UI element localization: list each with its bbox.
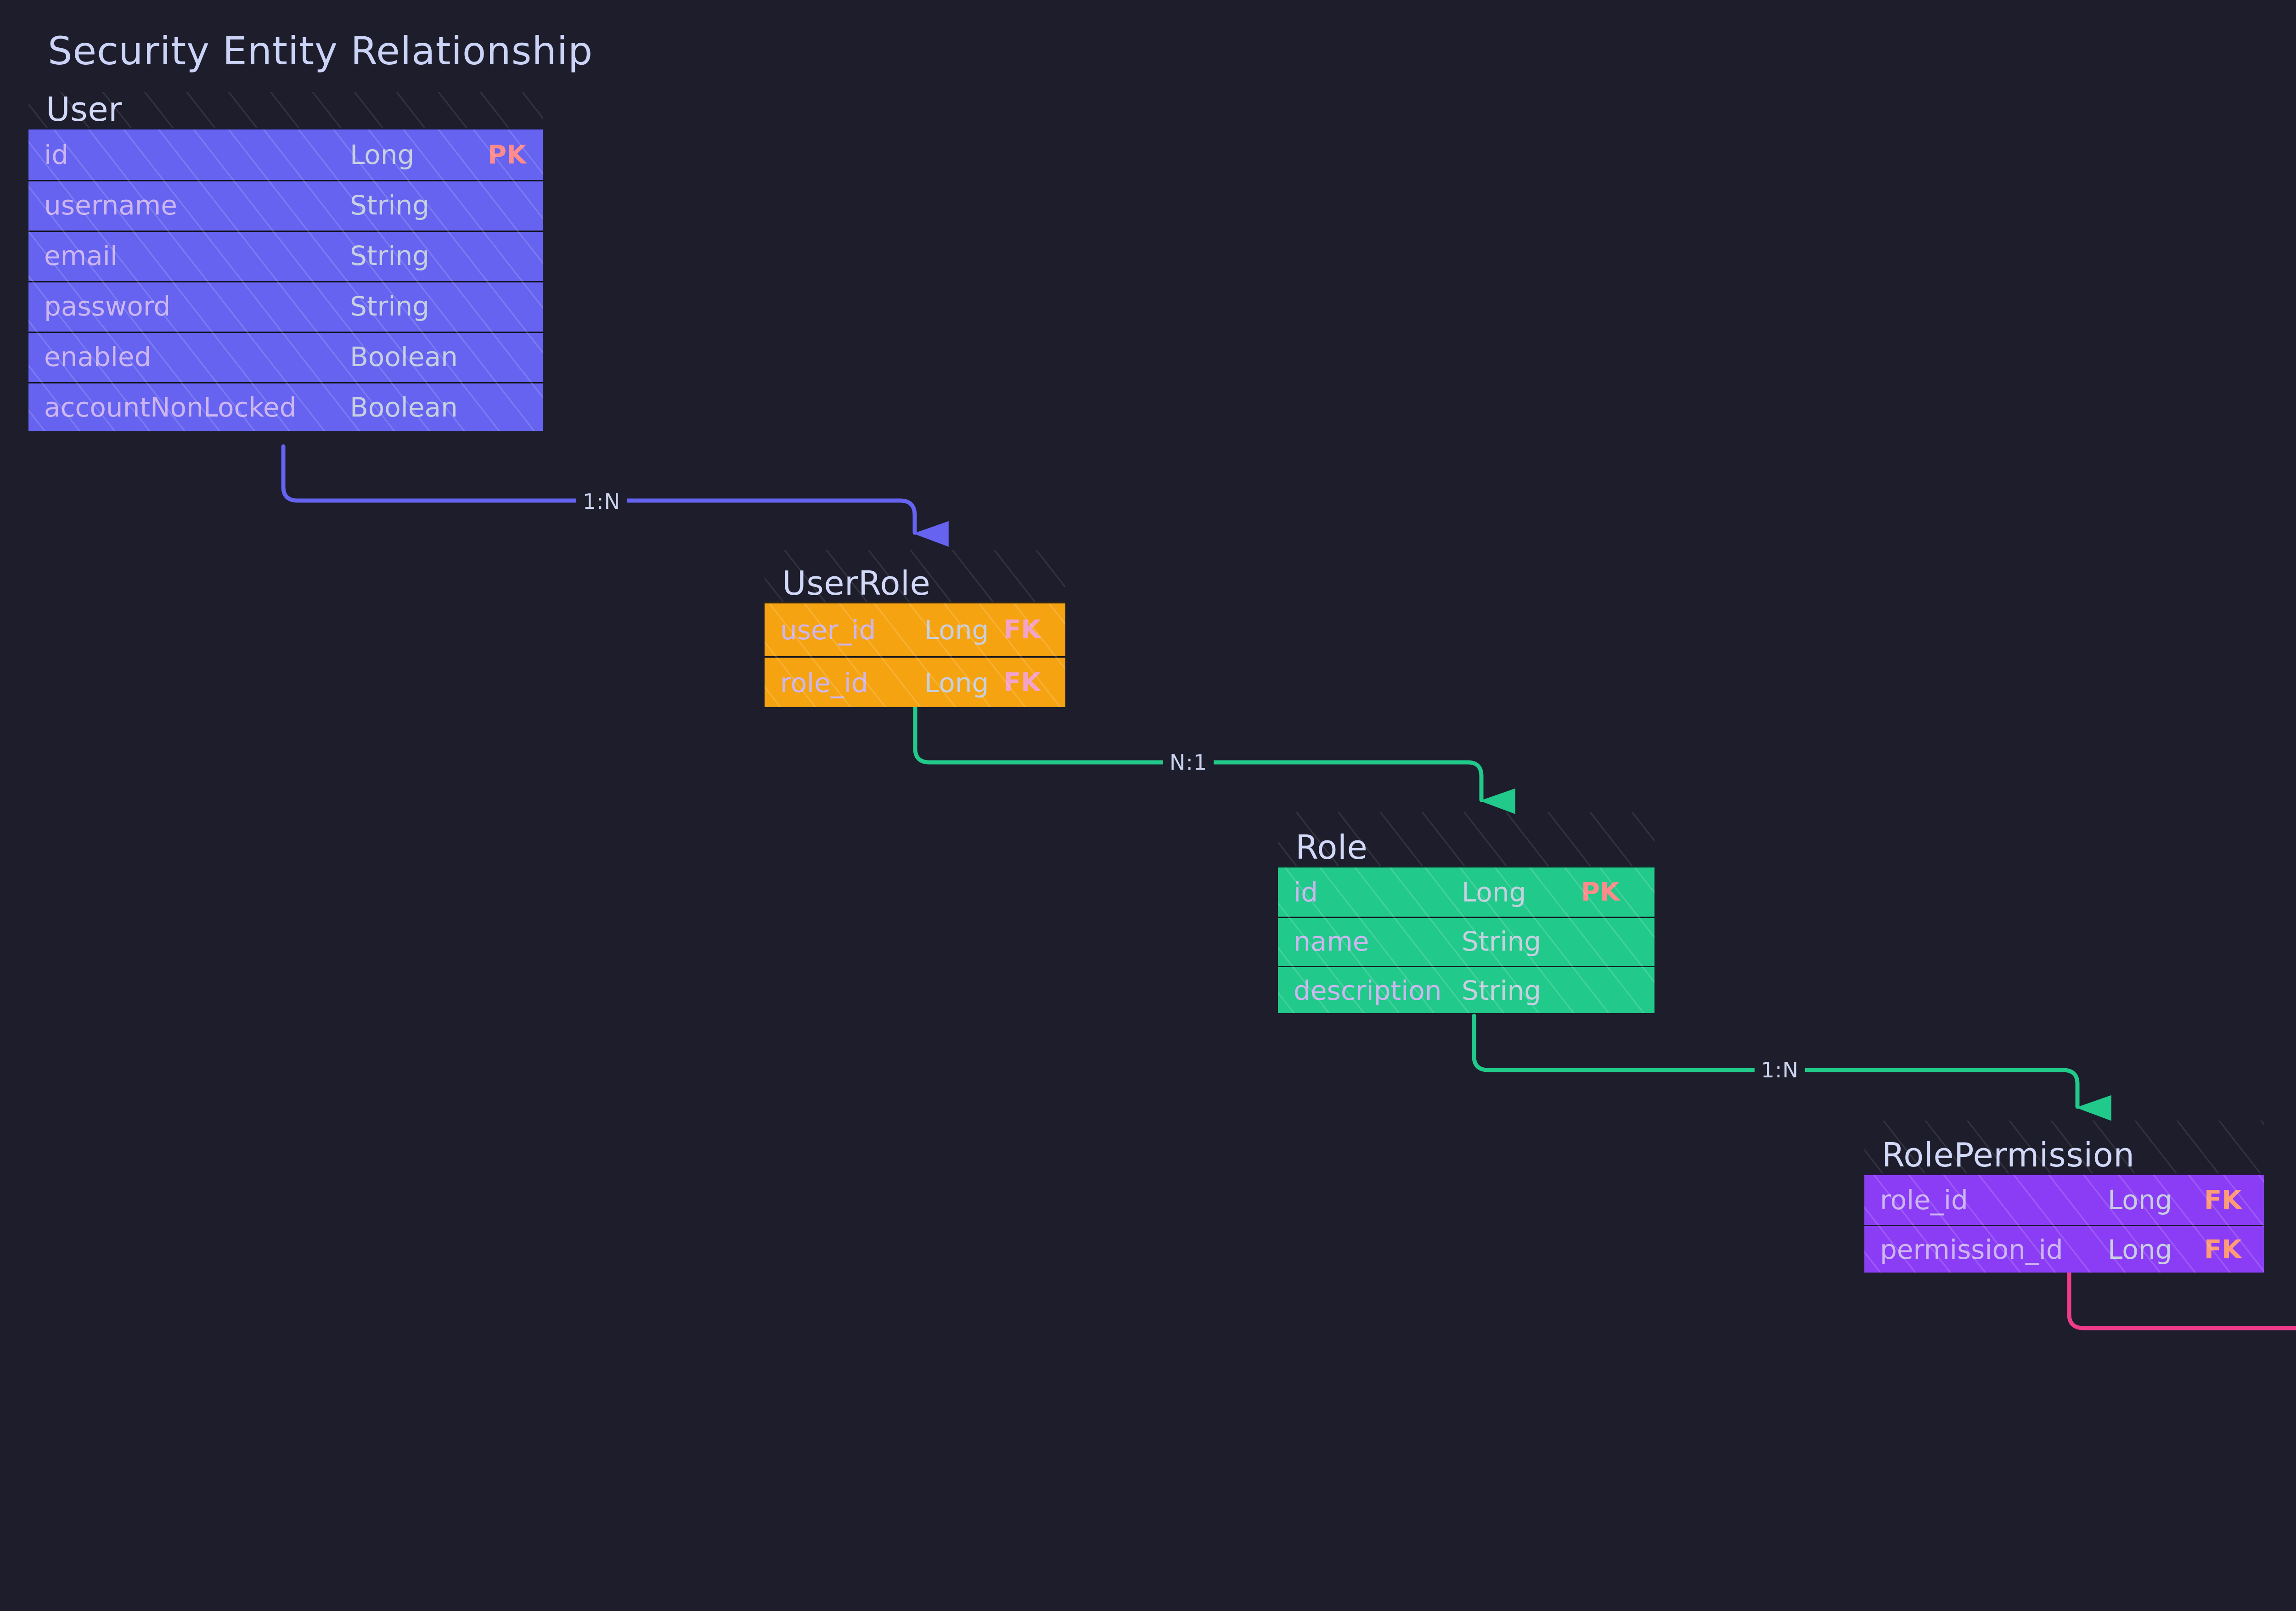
field-name: enabled xyxy=(44,341,152,372)
field-row-divider xyxy=(765,656,1065,658)
field-row-divider xyxy=(28,382,543,383)
entity-field-row[interactable]: enabled Boolean xyxy=(28,332,543,382)
field-type: String xyxy=(1462,925,1542,957)
entity-field-row[interactable]: accountNonLocked Boolean xyxy=(28,382,543,431)
entity-field-row[interactable]: id Long PK xyxy=(1278,867,1654,917)
field-name: accountNonLocked xyxy=(44,392,297,423)
entity-field-row[interactable]: user_id Long FK xyxy=(765,603,1065,656)
field-name: id xyxy=(1294,876,1318,908)
field-type: Long xyxy=(1462,876,1526,908)
field-name: name xyxy=(1294,925,1369,957)
field-type: String xyxy=(1462,974,1542,1006)
field-name: role_id xyxy=(780,667,868,698)
entity-field-row[interactable]: password String xyxy=(28,281,543,332)
entity-field-row[interactable]: role_id Long FK xyxy=(1864,1175,2264,1225)
field-name: id xyxy=(44,139,68,170)
field-type: Long xyxy=(924,614,989,646)
field-type: String xyxy=(350,190,430,221)
entity-field-row[interactable]: username String xyxy=(28,180,543,231)
diagram-title: Security Entity Relationship xyxy=(48,28,593,73)
primary-key-badge: PK xyxy=(488,140,527,170)
entity-field-row[interactable]: email String xyxy=(28,231,543,281)
field-type: String xyxy=(350,291,430,322)
field-row-divider xyxy=(1864,1225,2264,1226)
field-type: Boolean xyxy=(350,341,458,372)
relationship-cardinality-label: N:1 xyxy=(1163,749,1214,776)
field-row-divider xyxy=(28,180,543,181)
primary-key-badge: PK xyxy=(1581,877,1620,907)
entity-name-user: User xyxy=(46,90,123,129)
field-name: permission_id xyxy=(1880,1234,2063,1265)
foreign-key-badge: FK xyxy=(2204,1185,2242,1215)
field-row-divider xyxy=(1278,966,1654,967)
foreign-key-badge: FK xyxy=(1003,615,1041,645)
field-row-divider xyxy=(28,281,543,282)
foreign-key-badge: FK xyxy=(1003,668,1041,698)
field-row-divider xyxy=(28,231,543,232)
entity-field-row[interactable]: name String xyxy=(1278,917,1654,966)
relationship-line-rolepermission-permission[interactable] xyxy=(2067,1269,2296,1361)
field-name: user_id xyxy=(780,614,876,646)
field-type: String xyxy=(350,240,430,271)
field-row-divider xyxy=(28,332,543,333)
entity-name-rolepermission: RolePermission xyxy=(1882,1136,2135,1174)
foreign-key-badge: FK xyxy=(2204,1234,2242,1265)
field-name: role_id xyxy=(1880,1184,1968,1216)
field-row-divider xyxy=(1278,917,1654,918)
relationship-cardinality-label: 1:N xyxy=(1754,1057,1806,1083)
field-type: Long xyxy=(350,139,415,170)
field-type: Long xyxy=(924,667,989,698)
field-name: description xyxy=(1294,974,1442,1006)
entity-name-userrole: UserRole xyxy=(782,564,931,603)
field-type: Long xyxy=(2108,1184,2172,1216)
entity-field-row[interactable]: role_id Long FK xyxy=(765,656,1065,707)
relationship-cardinality-label: 1:N xyxy=(576,488,627,515)
field-name: email xyxy=(44,240,118,271)
entity-field-row[interactable]: description String xyxy=(1278,966,1654,1013)
field-type: Boolean xyxy=(350,392,458,423)
field-name: password xyxy=(44,291,171,322)
field-name: username xyxy=(44,190,177,221)
entity-field-row[interactable]: id Long PK xyxy=(28,130,543,180)
field-type: Long xyxy=(2108,1234,2172,1265)
entity-field-row[interactable]: permission_id Long FK xyxy=(1864,1225,2264,1273)
entity-name-role: Role xyxy=(1295,828,1368,867)
